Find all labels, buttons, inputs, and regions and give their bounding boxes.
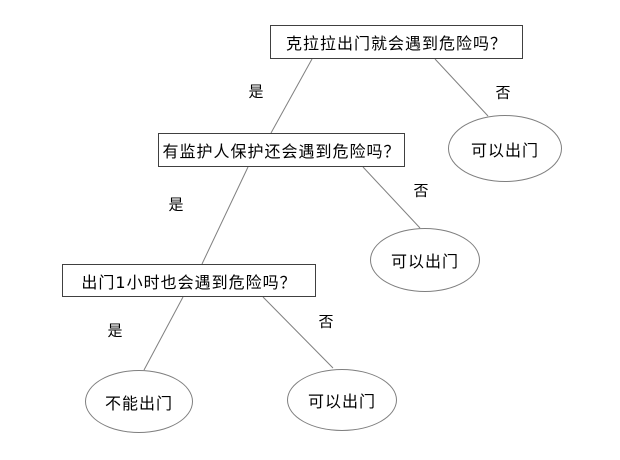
edge-label-q3-no: 否 [318, 312, 334, 331]
outcome-ellipse-3: 不能出门 [85, 370, 193, 433]
question-box-1: 克拉拉出门就会遇到危险吗？ [270, 25, 523, 59]
edge-line-q3-yes [143, 296, 184, 371]
question-box-3: 出门1小时也会遇到危险吗？ [62, 264, 316, 297]
outcome-ellipse-4: 可以出门 [287, 369, 397, 431]
edge-line-q3-no [262, 296, 334, 369]
edge-line-q2-yes [201, 166, 249, 265]
question-box-2: 有监护人保护还会遇到危险吗？ [158, 133, 405, 167]
outcome-ellipse-1: 可以出门 [448, 115, 562, 182]
edge-label-q1-no: 否 [495, 83, 511, 102]
edge-line-q2-no [362, 166, 421, 229]
edge-label-q1-yes: 是 [248, 82, 264, 101]
edge-line-q1-yes [270, 58, 313, 134]
edge-label-q3-yes: 是 [107, 321, 123, 340]
edge-label-q2-yes: 是 [168, 195, 184, 214]
edge-line-q1-no [434, 58, 489, 117]
edge-label-q2-no: 否 [413, 181, 429, 200]
outcome-ellipse-2: 可以出门 [370, 228, 480, 292]
